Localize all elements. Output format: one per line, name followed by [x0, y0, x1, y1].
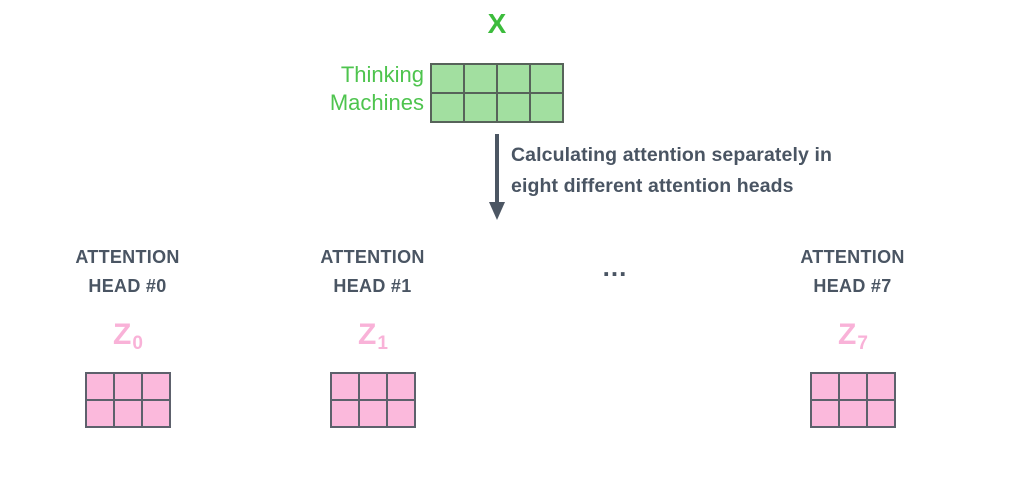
z7-matrix-grid [809, 372, 896, 428]
z0-matrix-grid [84, 372, 171, 428]
attention-head-1-title: ATTENTION HEAD #1 [320, 243, 424, 301]
z1-subscript: 1 [377, 333, 388, 354]
attention-head-0-title-line-2: HEAD #0 [88, 276, 167, 296]
matrix-cell [85, 373, 114, 400]
matrix-cell [141, 400, 170, 427]
matrix-cell [530, 93, 563, 122]
matrix-cell [497, 64, 530, 93]
z1-matrix-grid [329, 372, 416, 428]
matrix-cell [113, 373, 142, 400]
attention-head-0-title-line-1: ATTENTION [75, 247, 180, 267]
matrix-cell [810, 400, 839, 427]
input-caption-line-1: Thinking [340, 62, 424, 87]
arrow-caption: Calculating attention separately in eigh… [511, 140, 832, 202]
attention-head-1: ATTENTION HEAD #1 Z1 [285, 243, 460, 428]
matrix-cell [85, 400, 114, 427]
input-matrix-grid [430, 63, 564, 123]
arrow-caption-line-2: eight different attention heads [511, 175, 794, 197]
matrix-cell [464, 64, 497, 93]
matrix-cell [431, 93, 464, 122]
z0-subscript: 0 [132, 333, 143, 354]
down-arrow-icon [489, 134, 505, 220]
attention-head-7-title: ATTENTION HEAD #7 [800, 243, 904, 301]
matrix-cell [810, 373, 839, 400]
input-caption-line-2: Machines [329, 90, 424, 115]
attention-head-1-title-line-1: ATTENTION [320, 247, 425, 267]
attention-head-0-title: ATTENTION HEAD #0 [75, 243, 179, 301]
attention-head-7-title-line-2: HEAD #7 [813, 276, 892, 296]
z0-base: Z [113, 318, 132, 351]
input-matrix-label: X [487, 8, 507, 39]
matrix-cell [358, 373, 387, 400]
attention-head-7-title-line-1: ATTENTION [800, 247, 905, 267]
matrix-cell [358, 400, 387, 427]
matrix-cell [113, 400, 142, 427]
attention-head-0: ATTENTION HEAD #0 Z0 [40, 243, 215, 428]
attention-head-1-title-line-2: HEAD #1 [333, 276, 412, 296]
z7-label: Z7 [838, 317, 868, 357]
matrix-cell [838, 400, 867, 427]
z0-label: Z0 [113, 317, 143, 357]
z1-base: Z [358, 318, 377, 351]
z7-subscript: 7 [857, 333, 868, 354]
arrow-caption-line-1: Calculating attention separately in [511, 144, 832, 166]
matrix-cell [330, 373, 359, 400]
matrix-cell [866, 373, 895, 400]
matrix-cell [386, 373, 415, 400]
matrix-cell [530, 64, 563, 93]
matrix-cell [386, 400, 415, 427]
matrix-cell [464, 93, 497, 122]
z7-base: Z [838, 318, 857, 351]
matrix-cell [497, 93, 530, 122]
matrix-cell [431, 64, 464, 93]
matrix-cell [866, 400, 895, 427]
attention-head-7: ATTENTION HEAD #7 Z7 [765, 243, 940, 428]
z1-label: Z1 [358, 317, 388, 357]
matrix-cell [141, 373, 170, 400]
matrix-cell [838, 373, 867, 400]
matrix-cell [330, 400, 359, 427]
input-matrix-caption: Thinking Machines [330, 61, 424, 117]
heads-ellipsis: ... [602, 252, 628, 282]
